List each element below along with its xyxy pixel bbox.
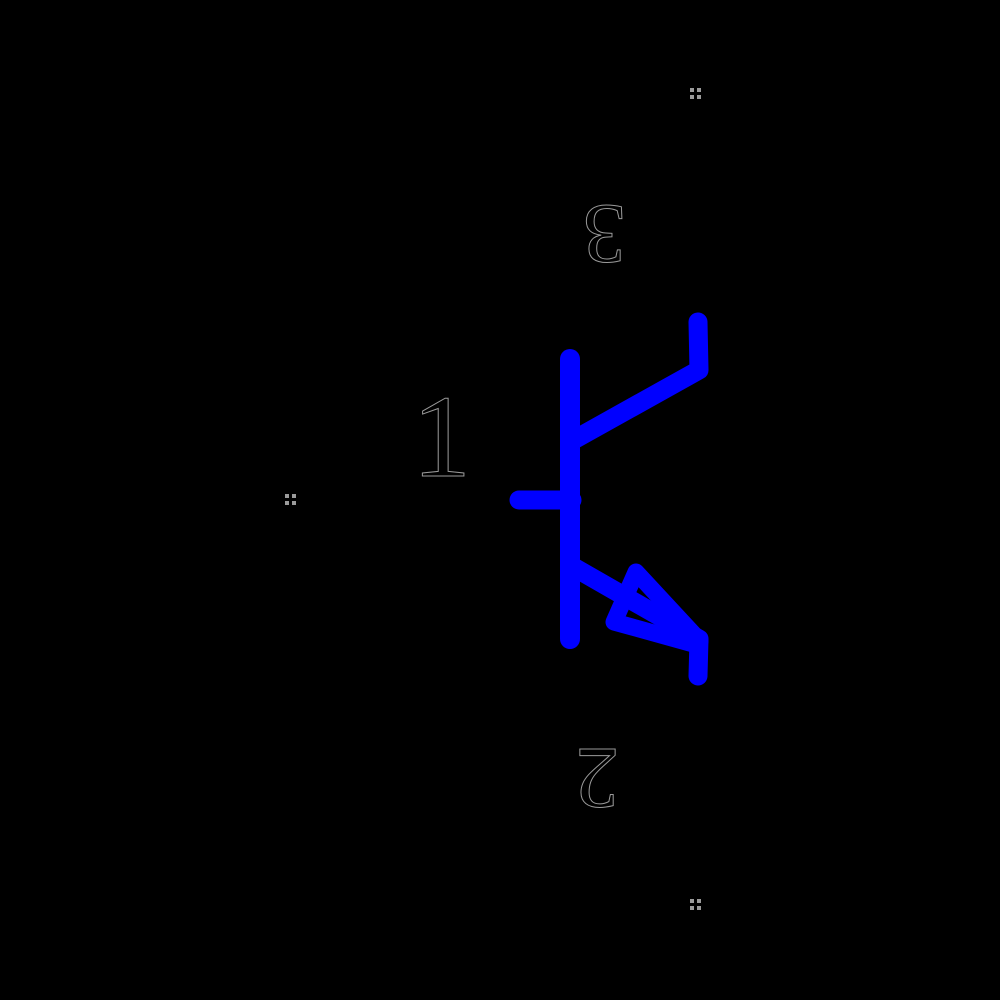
anchor-dot [285, 494, 289, 498]
anchor-dot [690, 88, 694, 92]
anchor-dot [690, 95, 694, 99]
anchor-dot [690, 899, 694, 903]
pin-label-1: 1 [412, 371, 472, 502]
anchor-dot [285, 501, 289, 505]
anchor-dot [690, 906, 694, 910]
anchor-dot [697, 899, 701, 903]
anchor-marker-emitter[interactable] [690, 899, 701, 910]
collector-lead-path[interactable] [560, 312, 709, 452]
pin-label-3: 3 [583, 187, 627, 284]
anchor-marker-base[interactable] [285, 494, 296, 505]
anchor-dot [292, 494, 296, 498]
anchor-marker-collector[interactable] [690, 88, 701, 99]
pin-label-2: 2 [575, 729, 620, 827]
anchor-dot [697, 906, 701, 910]
anchor-dot [697, 88, 701, 92]
anchor-dot [292, 501, 296, 505]
emitter-arrow-icon [605, 563, 709, 654]
anchor-dot [697, 95, 701, 99]
